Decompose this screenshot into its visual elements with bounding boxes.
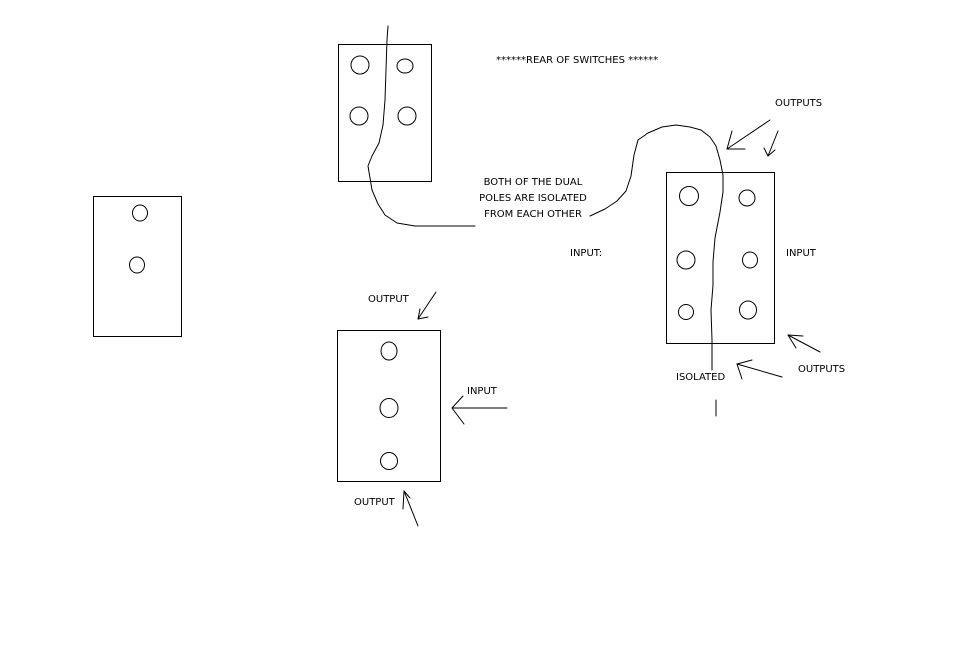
divider-line	[589, 124, 724, 371]
lug	[380, 452, 398, 470]
lug	[739, 300, 757, 320]
outputs-label: OUTPUTS	[775, 98, 823, 109]
arrow	[763, 130, 779, 157]
lug	[350, 55, 370, 75]
arrow	[451, 395, 508, 425]
arrow	[726, 119, 771, 150]
lug	[380, 341, 398, 361]
lug	[379, 398, 399, 418]
input-label: INPUT	[786, 248, 816, 259]
output-label: OUTPUT	[354, 497, 395, 508]
note-line: BOTH OF THE DUAL	[483, 177, 583, 188]
lug	[129, 256, 145, 274]
diagram-heading: ******REAR OF SWITCHES ******	[496, 55, 659, 66]
lug	[738, 189, 756, 207]
arrow	[736, 359, 783, 380]
switch-six-lug	[589, 124, 775, 417]
output-label: OUTPUT	[368, 294, 409, 305]
switch-body	[93, 196, 182, 337]
note-line: FROM EACH OTHER	[484, 209, 582, 220]
lug	[132, 204, 148, 222]
switch-body	[338, 44, 432, 182]
switch-two-lug	[93, 196, 182, 337]
lug	[397, 106, 417, 126]
arrow	[787, 334, 821, 353]
lug	[676, 250, 696, 270]
lug	[396, 58, 414, 74]
switch-four-lug	[338, 25, 476, 227]
arrow	[417, 291, 437, 320]
outputs-label: OUTPUTS	[798, 364, 846, 375]
isolation-note: BOTH OF THE DUAL POLES ARE ISOLATED FROM…	[476, 176, 590, 221]
isolated-label: ISOLATED	[676, 372, 726, 383]
lug	[742, 251, 758, 269]
note-line: POLES ARE ISOLATED	[479, 193, 587, 204]
lug	[679, 186, 699, 206]
switch-body	[666, 172, 775, 344]
input-label: INPUT	[467, 386, 497, 397]
input-label: INPUT:	[570, 248, 603, 259]
lug	[678, 304, 694, 320]
lug	[349, 106, 369, 126]
switch-three-lug	[337, 330, 441, 482]
switch-body	[337, 330, 441, 482]
arrow	[402, 490, 419, 527]
divider-line	[367, 25, 476, 227]
